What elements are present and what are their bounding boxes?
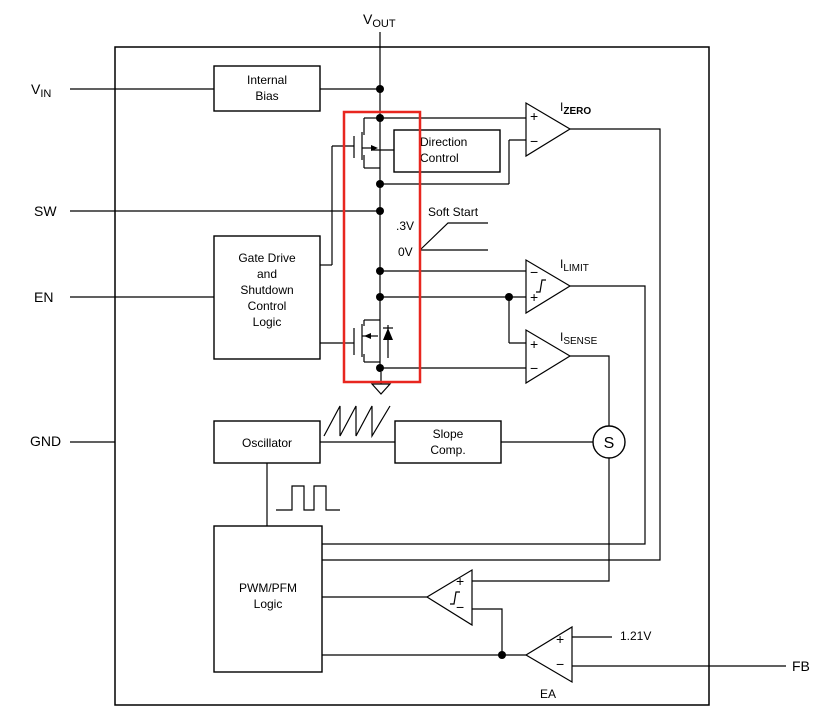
wire-summer-out <box>472 458 610 582</box>
pwm-pfm-logic-block: PWM/PFM Logic <box>213 525 323 673</box>
svg-text:−: − <box>530 360 538 376</box>
svg-text:Logic: Logic <box>254 597 283 611</box>
direction-control-block: Direction Control <box>372 129 501 173</box>
wire-izero-out <box>322 128 661 561</box>
wire-ilimit-out <box>322 285 646 545</box>
svg-text:Bias: Bias <box>255 89 278 103</box>
svg-text:Shutdown: Shutdown <box>240 283 293 297</box>
svg-text:−: − <box>456 599 464 615</box>
pin-vout: VOUT <box>363 11 396 372</box>
svg-text:+: + <box>530 108 538 124</box>
svg-text:and: and <box>257 267 277 281</box>
svg-text:VIN: VIN <box>31 81 51 100</box>
oscillator-block: Oscillator <box>213 420 321 464</box>
svg-text:Gate Drive: Gate Drive <box>238 251 296 265</box>
gate-drive-block: Gate Drive and Shutdown Control Logic <box>213 235 321 360</box>
svg-text:SW: SW <box>34 203 57 219</box>
svg-text:S: S <box>604 435 615 452</box>
low-side-mosfet <box>345 319 393 363</box>
internal-bias-block: Internal Bias <box>213 65 321 112</box>
svg-text:Soft Start: Soft Start <box>428 205 479 219</box>
soft-start: Soft Start .3V 0V <box>396 205 488 259</box>
pin-vin: VIN <box>31 81 380 100</box>
svg-text:Internal: Internal <box>247 73 287 87</box>
pulse-waveform <box>276 485 340 511</box>
pin-en: EN <box>34 289 214 305</box>
svg-text:+: + <box>530 336 538 352</box>
wire-isense-out <box>570 355 610 426</box>
svg-text:Comp.: Comp. <box>430 443 465 457</box>
svg-text:Slope: Slope <box>433 427 464 441</box>
error-amplifier: + − EA 1.21V <box>524 625 651 701</box>
pin-sw: SW <box>34 203 380 219</box>
svg-text:+: + <box>556 631 564 647</box>
svg-text:0V: 0V <box>398 245 413 259</box>
highlight-box <box>342 110 422 384</box>
svg-text:−: − <box>530 264 538 280</box>
summing-node: S <box>592 425 626 459</box>
svg-text:Logic: Logic <box>253 315 282 329</box>
high-side-mosfet <box>331 117 380 265</box>
wire-ea-to-comp <box>472 608 503 655</box>
svg-text:ISENSE: ISENSE <box>560 330 598 347</box>
pwm-comparator: + − <box>425 568 473 627</box>
svg-text:+: + <box>456 573 464 589</box>
junction-dots <box>376 85 513 659</box>
svg-text:−: − <box>530 133 538 149</box>
svg-text:PWM/PFM: PWM/PFM <box>239 581 297 595</box>
svg-text:−: − <box>556 656 564 672</box>
ground-symbol <box>370 383 392 395</box>
slope-comp-block: Slope Comp. <box>394 420 502 464</box>
comparator-ilimit: − + ILIMIT <box>525 257 589 315</box>
svg-text:1.21V: 1.21V <box>620 629 651 643</box>
svg-text:GND: GND <box>30 433 61 449</box>
sawtooth-waveform <box>323 405 391 439</box>
svg-text:+: + <box>530 289 538 305</box>
chip-outline <box>114 46 710 706</box>
svg-text:Control: Control <box>248 299 287 313</box>
svg-text:ILIMIT: ILIMIT <box>560 257 589 274</box>
svg-text:EA: EA <box>540 687 556 701</box>
svg-text:VOUT: VOUT <box>363 11 396 30</box>
svg-text:.3V: .3V <box>396 219 414 233</box>
svg-text:Direction: Direction <box>420 135 467 149</box>
pin-fb: FB <box>792 658 810 674</box>
pin-gnd: GND <box>30 433 115 449</box>
svg-text:IZERO: IZERO <box>560 100 591 117</box>
svg-text:Oscillator: Oscillator <box>242 436 292 450</box>
svg-text:EN: EN <box>34 289 53 305</box>
comparator-izero: + − IZERO <box>525 100 591 158</box>
svg-text:Control: Control <box>420 151 459 165</box>
comparator-isense: + − ISENSE <box>525 328 598 385</box>
